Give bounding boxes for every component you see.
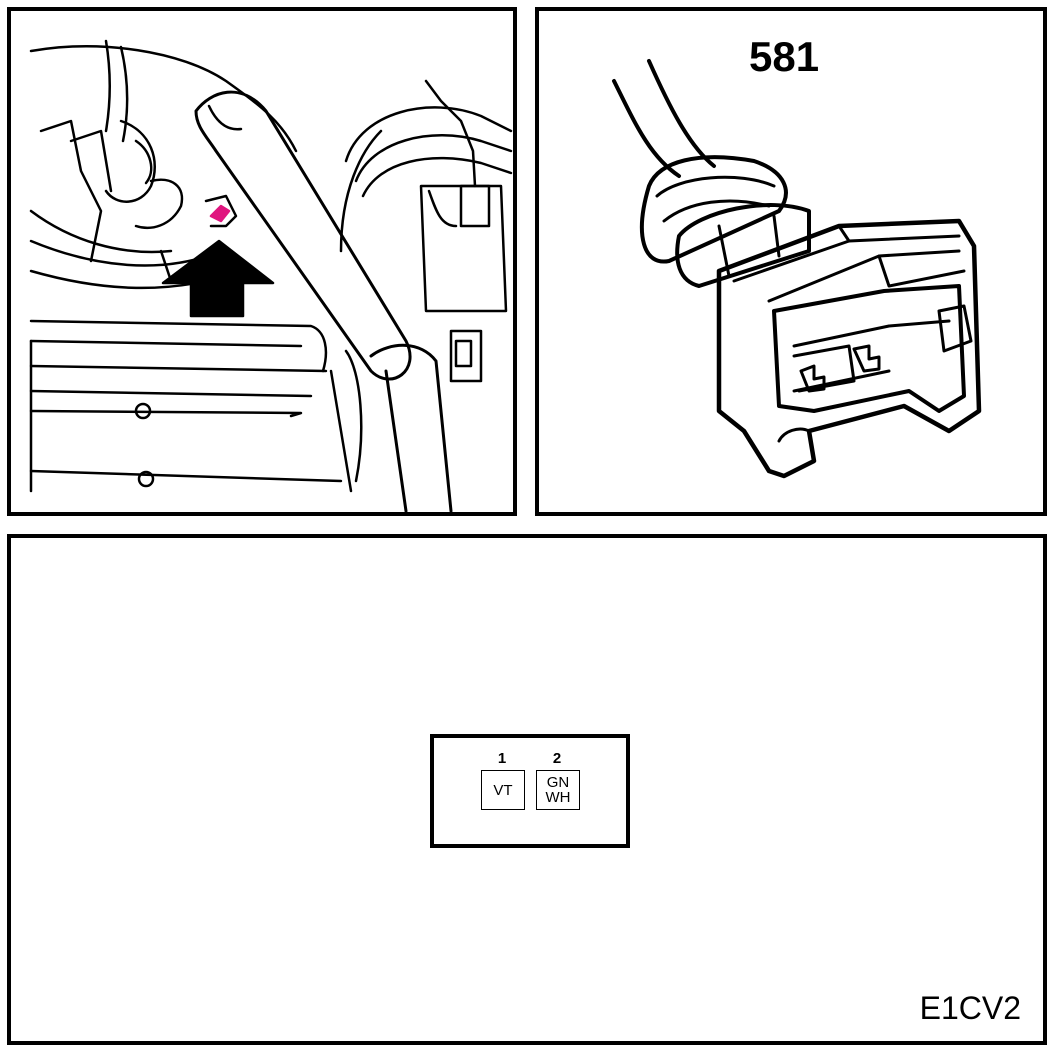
pin-2-color-line2: WH [545, 789, 571, 806]
engine-bay-illustration [29, 39, 513, 512]
connector-illustration-panel: 581 [535, 7, 1047, 516]
pin-2-color: GN WH [536, 770, 580, 810]
pin-1-number: 1 [497, 750, 507, 767]
pinout-panel: 1 VT 2 GN WH E1CV2 [7, 534, 1047, 1045]
diagram-code: E1CV2 [919, 990, 1021, 1026]
pin-2-color-line1: GN [546, 774, 570, 791]
connector-drawing [612, 59, 982, 479]
pin-2-number: 2 [552, 750, 562, 767]
pinout-box: 1 VT 2 GN WH [430, 734, 630, 848]
engine-location-panel [7, 7, 517, 516]
pin-1-color: VT [481, 770, 525, 810]
connector-highlight [209, 204, 231, 223]
connector-number: 581 [749, 33, 820, 80]
pin-1-color-line1: VT [493, 781, 513, 799]
